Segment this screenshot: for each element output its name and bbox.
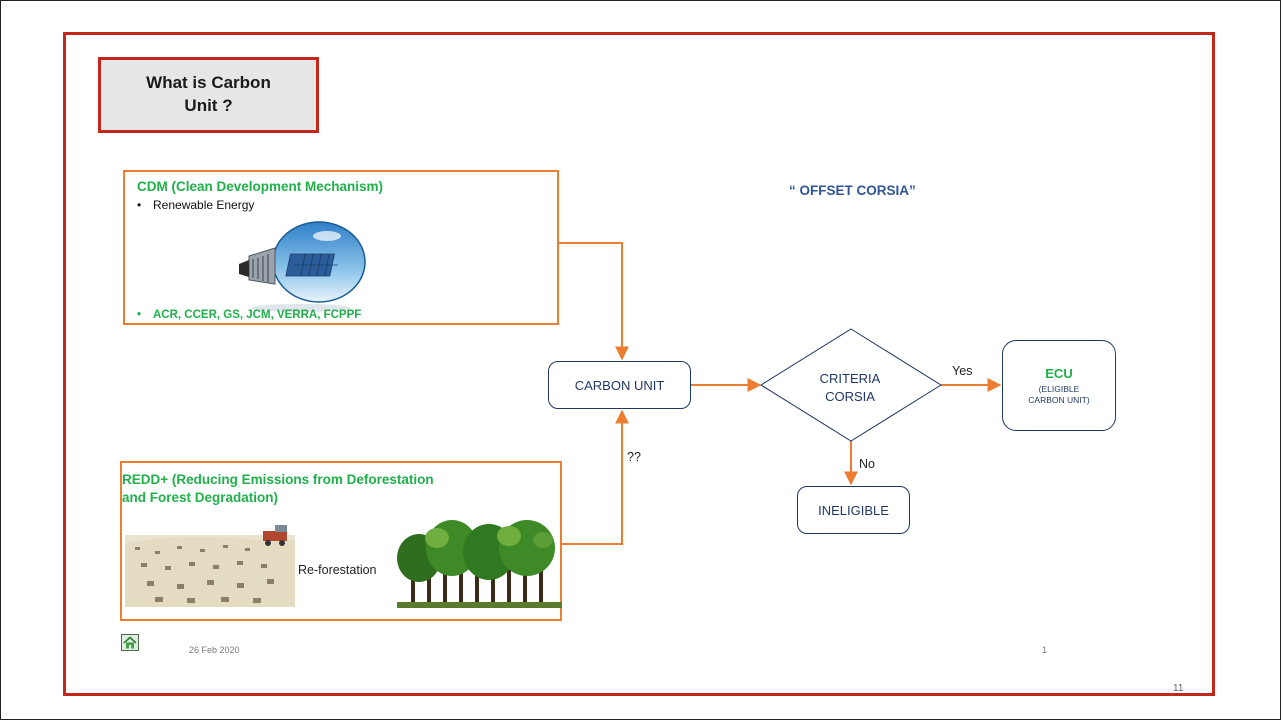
redd-title-line2: and Forest Degradation) — [122, 490, 279, 505]
cdm-bullet-renewable: •Renewable Energy — [137, 198, 255, 212]
no-label: No — [859, 457, 875, 471]
ecu-label: ECU — [1045, 365, 1073, 381]
edge-redd-to-carbon-unit — [562, 409, 629, 545]
cdm-bullet-registries-text: ACR, CCER, GS, JCM, VERRA, FCPPF — [153, 309, 362, 321]
cdm-bullet-registries: •ACR, CCER, GS, JCM, VERRA, FCPPF — [137, 309, 362, 321]
redd-title-line1: REDD+ (Reducing Emissions from Deforesta… — [122, 472, 434, 487]
criteria-diamond — [760, 328, 942, 442]
slide-title-text: What is Carbon Unit ? — [146, 73, 271, 115]
cdm-box: CDM (Clean Development Mechanism) •Renew… — [123, 170, 559, 325]
lightbulb-solar-image — [239, 221, 366, 312]
ecu-sub-line2: CARBON UNIT) — [1028, 394, 1090, 405]
footer-date: 26 Feb 2020 — [189, 645, 240, 655]
carbon-unit-label: CARBON UNIT — [574, 377, 665, 393]
redd-box: REDD+ (Reducing Emissions from Deforesta… — [120, 461, 562, 621]
cdm-bullet-renewable-text: Renewable Energy — [153, 198, 255, 212]
home-icon[interactable] — [121, 634, 139, 651]
deforested-field-image — [125, 525, 295, 607]
reforestation-label: Re-forestation — [298, 563, 377, 577]
criteria-line1: CRITERIA — [819, 371, 881, 386]
ecu-sub-line1: (ELIGIBLE — [1038, 383, 1080, 394]
unknown-label: ?? — [627, 450, 641, 464]
criteria-corsia-label: CRITERIA CORSIA — [800, 370, 900, 406]
carbon-unit-node: CARBON UNIT — [548, 361, 691, 409]
footer-page-number: 1 — [1042, 645, 1048, 655]
offset-corsia-label: “ OFFSET CORSIA” — [789, 183, 916, 198]
yes-label: Yes — [952, 364, 973, 378]
edge-cdm-to-carbon-unit — [559, 242, 629, 361]
ineligible-label: INELIGIBLE — [818, 502, 889, 518]
forest-image — [397, 520, 562, 608]
slide-title: What is Carbon Unit ? — [98, 57, 319, 133]
cdm-title: CDM (Clean Development Mechanism) — [137, 179, 384, 194]
ecu-node: ECU (ELIGIBLE CARBON UNIT) — [1002, 340, 1116, 431]
criteria-line2: CORSIA — [825, 389, 875, 404]
ineligible-node: INELIGIBLE — [797, 486, 910, 534]
slide-number: 11 — [1173, 683, 1184, 694]
slide-frame — [63, 32, 1215, 696]
